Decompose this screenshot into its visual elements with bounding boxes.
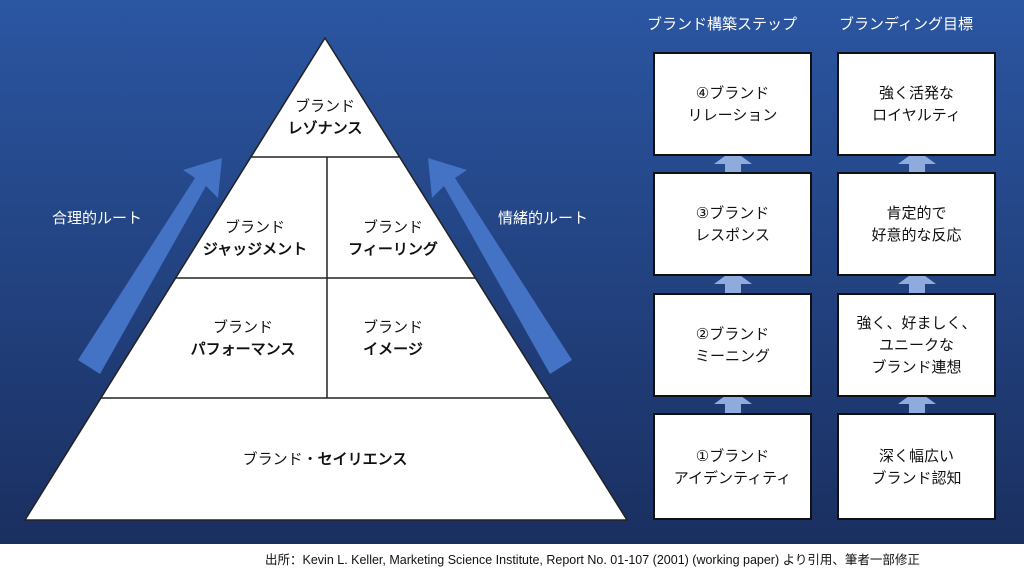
label: ミーニング bbox=[694, 347, 770, 365]
label: リレーション bbox=[687, 106, 778, 124]
arrow-up-icon bbox=[714, 150, 752, 177]
arrow-up-icon bbox=[714, 390, 752, 417]
arrow-up-icon bbox=[898, 270, 936, 297]
arrow-up-icon bbox=[714, 270, 752, 297]
emotional-route-arrow bbox=[428, 158, 572, 374]
label: 深く幅広い bbox=[878, 446, 954, 465]
label: ブランド連想 bbox=[871, 358, 962, 376]
goal-box: 深く幅広いブランド認知 bbox=[837, 413, 996, 520]
label: 肯定的で bbox=[886, 204, 947, 222]
arrow-up-icon bbox=[898, 150, 936, 177]
step-box: ②ブランドミーニング bbox=[653, 293, 812, 397]
steps-column-title: ブランド構築ステップ bbox=[647, 15, 798, 33]
label: ②ブランド bbox=[695, 325, 770, 343]
label: フィーリング bbox=[348, 240, 438, 258]
goal-box: 肯定的で好意的な反応 bbox=[837, 172, 996, 276]
rational-route-arrow bbox=[78, 158, 222, 374]
label: セイリエンス bbox=[317, 450, 408, 468]
step-box: ④ブランドリレーション bbox=[653, 52, 812, 156]
label: 強く活発な bbox=[878, 84, 954, 102]
goal-box: 強く活発なロイヤルティ bbox=[837, 52, 996, 156]
step-box: ①ブランドアイデンティティ bbox=[653, 413, 812, 520]
step-arrows bbox=[714, 150, 936, 417]
label: ジャッジメント bbox=[202, 240, 308, 258]
label: ③ブランド bbox=[695, 204, 770, 222]
rational-route-label: 合理的ルート bbox=[52, 209, 143, 227]
label: ブランド認知 bbox=[871, 468, 962, 487]
label: 好意的な反応 bbox=[871, 226, 962, 244]
label: ブランド bbox=[362, 318, 423, 336]
level-imagery: ブランドイメージ bbox=[318, 316, 468, 360]
label: ロイヤルティ bbox=[872, 106, 961, 124]
label: ④ブランド bbox=[695, 84, 770, 102]
label: ブランド bbox=[212, 318, 273, 336]
label: ブランド bbox=[224, 218, 285, 236]
arrow-up-icon bbox=[898, 390, 936, 417]
label: ユニークな bbox=[878, 336, 954, 354]
level-judgement: ブランドジャッジメント bbox=[180, 216, 330, 260]
level-performance: ブランドパフォーマンス bbox=[168, 316, 318, 360]
label: レゾナンス bbox=[287, 119, 363, 137]
label: ブランド・ bbox=[242, 450, 318, 468]
label: ブランド bbox=[294, 97, 355, 115]
emotional-route-label: 情緒的ルート bbox=[498, 209, 589, 227]
label: ブランド bbox=[362, 218, 423, 236]
label: アイデンティティ bbox=[673, 468, 792, 487]
level-resonance: ブランドレゾナンス bbox=[250, 95, 400, 139]
label: パフォーマンス bbox=[190, 340, 296, 358]
level-feeling: ブランドフィーリング bbox=[318, 216, 468, 260]
level-salience: ブランド・セイリエンス bbox=[200, 448, 450, 470]
label: レスポンス bbox=[695, 226, 770, 244]
goals-column-title: ブランディング目標 bbox=[839, 15, 973, 33]
label: ①ブランド bbox=[695, 446, 770, 465]
pyramid bbox=[23, 36, 629, 521]
goal-box: 強く、好ましく、ユニークなブランド連想 bbox=[837, 293, 996, 397]
label: 強く、好ましく、 bbox=[856, 314, 977, 332]
step-box: ③ブランドレスポンス bbox=[653, 172, 812, 276]
label: イメージ bbox=[363, 340, 423, 358]
source-citation: 出所：Kevin L. Keller, Marketing Science In… bbox=[265, 553, 920, 567]
